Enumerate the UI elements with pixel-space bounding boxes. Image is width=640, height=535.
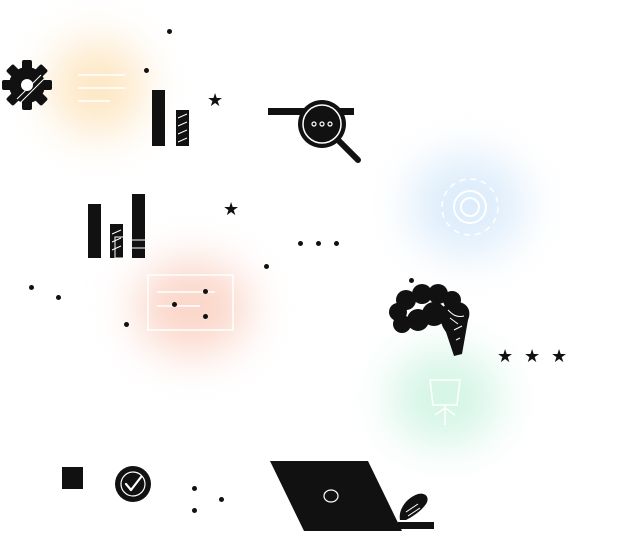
decor-dot: [203, 289, 208, 294]
blue-glow: [410, 155, 525, 255]
star-icon: ★: [524, 346, 541, 367]
decor-dot: [29, 285, 34, 290]
decor-dot: [264, 264, 269, 269]
bar-chart-icon: [152, 90, 189, 146]
bar-chart-icon: [88, 194, 148, 259]
decor-dot: [167, 29, 172, 34]
search-icon: [268, 100, 361, 163]
decor-dot: [219, 497, 224, 502]
thought-cloud-icon: [389, 284, 470, 356]
ellipsis-icon: [298, 241, 344, 247]
checkmark-badge-icon: [115, 466, 151, 502]
peach-glow: [135, 260, 250, 355]
faint-doc-icon: [78, 74, 125, 102]
decor-dot: [192, 508, 197, 513]
decor-dot: [172, 302, 177, 307]
star-icon: ★: [551, 346, 568, 367]
faint-card-icon: [147, 274, 234, 331]
decor-dot: [56, 295, 61, 300]
hand-icon: [398, 493, 434, 529]
decor-dot: [124, 322, 129, 327]
decor-dot: [409, 278, 414, 283]
laptop-icon: [270, 461, 402, 531]
gear-icon: [2, 60, 52, 110]
star-icon: ★: [497, 346, 514, 367]
faint-plant-icon: [429, 379, 461, 425]
mint-glow: [390, 350, 500, 445]
decor-dot: [192, 486, 197, 491]
square-icon: [62, 467, 83, 489]
decor-dot: [203, 314, 208, 319]
decor-dot: [144, 68, 149, 73]
star-icon: ★: [223, 199, 240, 220]
faint-gear-icon: [441, 178, 499, 236]
star-icon: ★: [207, 90, 224, 111]
